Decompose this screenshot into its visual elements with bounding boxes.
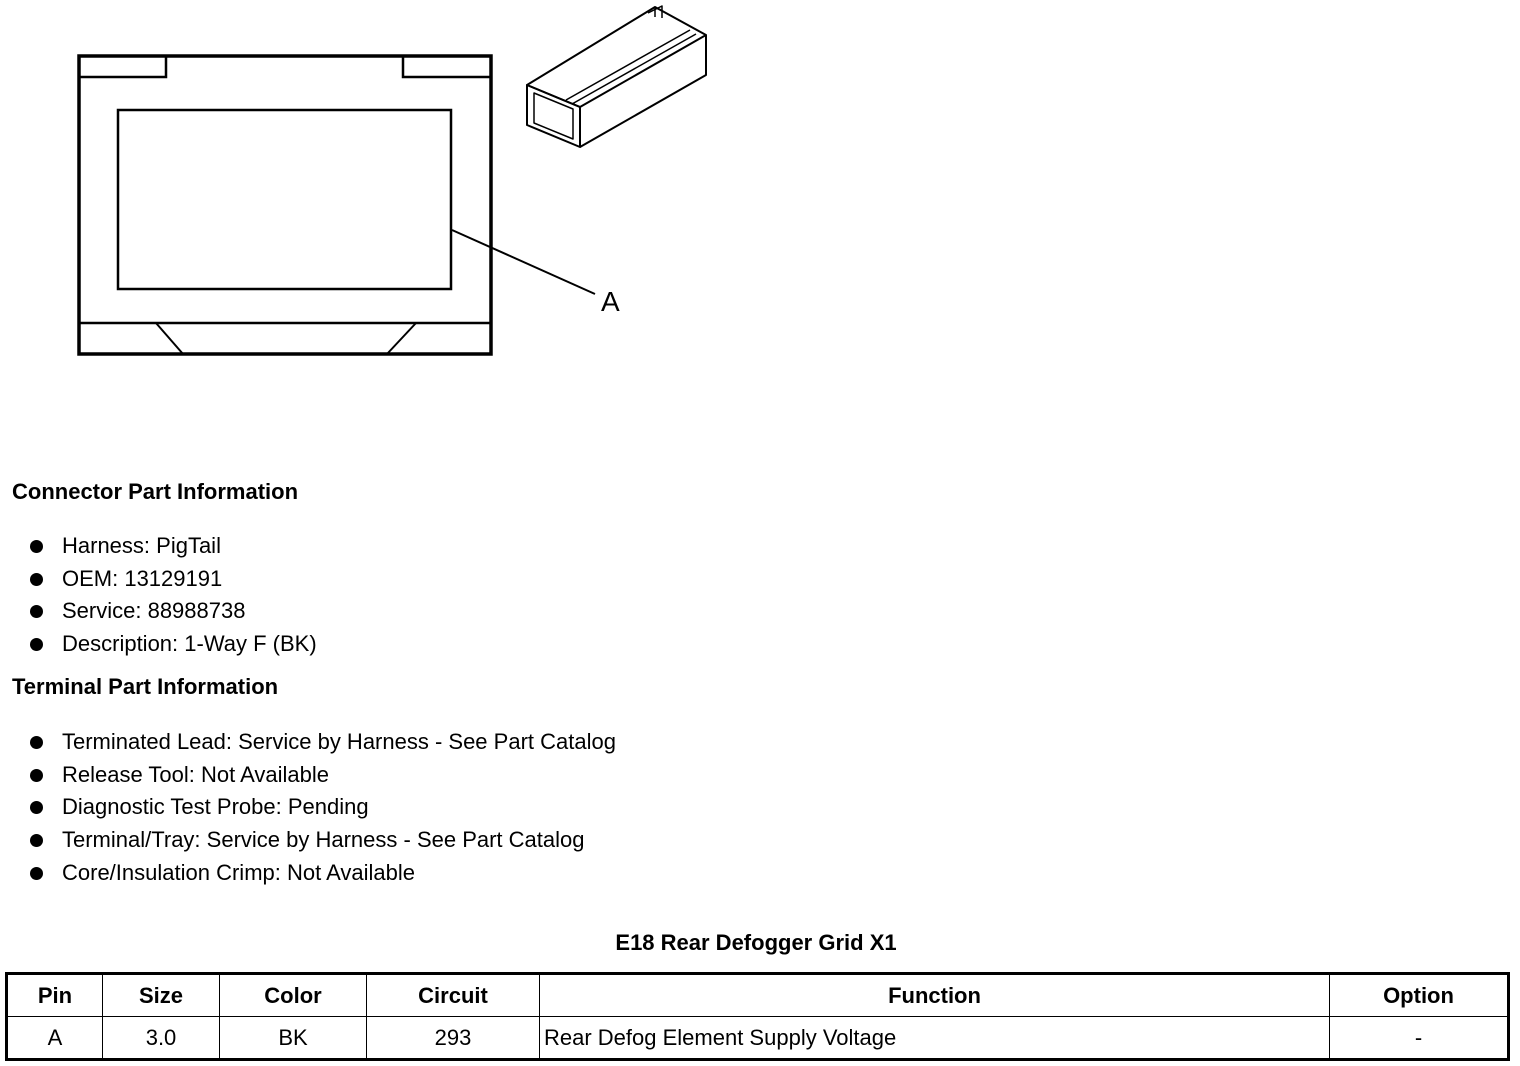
bullet-icon <box>30 540 43 553</box>
cell-option: - <box>1329 1016 1509 1060</box>
list-item: OEM: 13129191 <box>28 563 317 596</box>
bullet-icon <box>30 638 43 652</box>
column-header-option: Option <box>1329 973 1509 1017</box>
cell-pin: A <box>6 1016 103 1060</box>
callout-leader-line <box>451 229 596 295</box>
list-item: Terminated Lead: Service by Harness - Se… <box>28 726 616 759</box>
column-header-color: Color <box>219 973 367 1017</box>
cell-function: Rear Defog Element Supply Voltage <box>539 1016 1330 1060</box>
pinout-table: Pin Size Color Circuit Function Option A… <box>5 972 1510 1061</box>
cell-size: 3.0 <box>102 1016 220 1060</box>
column-header-size: Size <box>102 973 220 1017</box>
table-header-row: Pin Size Color Circuit Function Option <box>6 973 1509 1017</box>
list-item: Release Tool: Not Available <box>28 759 616 792</box>
cell-circuit: 293 <box>366 1016 540 1060</box>
table-row: A 3.0 BK 293 Rear Defog Element Supply V… <box>6 1016 1509 1060</box>
connector-part-info-heading: Connector Part Information <box>12 479 299 504</box>
list-item: Service: 88988738 <box>28 595 317 628</box>
bullet-icon <box>30 605 43 619</box>
column-header-pin: Pin <box>6 973 103 1017</box>
cell-color: BK <box>219 1016 367 1060</box>
callout-label-a: A <box>601 286 620 317</box>
bullet-icon <box>30 801 43 815</box>
bullet-icon <box>30 834 43 848</box>
connector-face-view <box>77 54 596 356</box>
bullet-icon <box>30 866 43 880</box>
list-item: Core/Insulation Crimp: Not Available <box>28 857 616 890</box>
terminal-part-info-list: Terminated Lead: Service by Harness - Se… <box>28 726 616 889</box>
table-title: E18 Rear Defogger Grid X1 <box>615 930 897 955</box>
bullet-icon <box>30 736 43 749</box>
bullet-icon <box>30 572 43 586</box>
connector-part-info-list: Harness: PigTail OEM: 13129191 Service: … <box>28 530 317 661</box>
column-header-circuit: Circuit <box>366 973 540 1017</box>
list-item: Harness: PigTail <box>28 530 317 563</box>
list-item: Description: 1-Way F (BK) <box>28 628 317 661</box>
bullet-icon <box>30 768 43 782</box>
terminal-part-info-heading: Terminal Part Information <box>12 674 279 699</box>
list-item: Terminal/Tray: Service by Harness - See … <box>28 824 616 857</box>
list-item: Diagnostic Test Probe: Pending <box>28 791 616 824</box>
connector-diagram: A <box>77 5 707 356</box>
terminal-isometric-view <box>526 5 707 148</box>
column-header-function: Function <box>539 973 1330 1017</box>
